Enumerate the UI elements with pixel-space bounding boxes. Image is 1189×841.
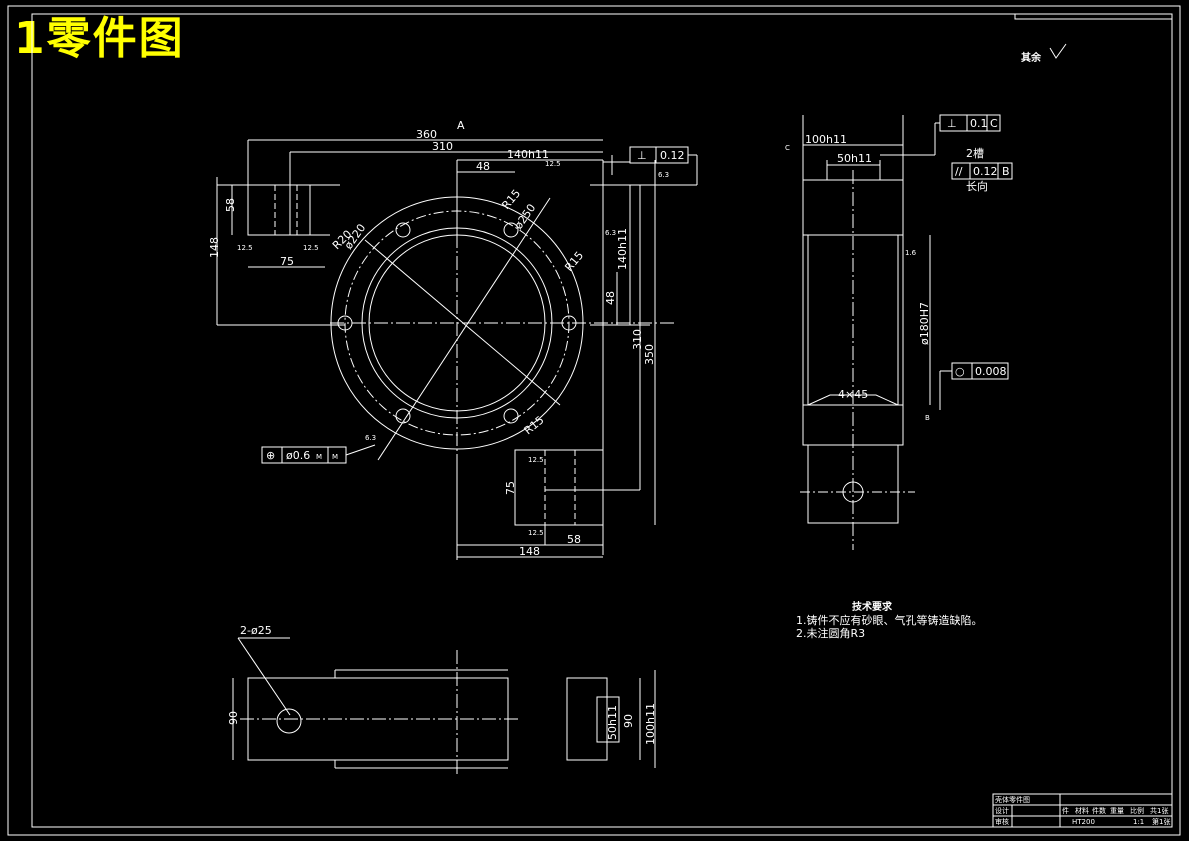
hole-callout: 2-ø25 bbox=[240, 624, 272, 637]
svg-text:件: 件 bbox=[1062, 806, 1069, 815]
bolt-hole-bottom-left bbox=[395, 408, 411, 424]
bolt-hole-top-right bbox=[503, 222, 519, 238]
chamfer-label: 4×45 bbox=[838, 388, 868, 401]
bottom-hole bbox=[276, 708, 302, 734]
dim-310-vertical: 310 bbox=[631, 329, 644, 350]
bottom-view: 2-ø25 90 50h11 90 100h11 bbox=[227, 624, 657, 775]
dim-148-bottom: 148 bbox=[519, 545, 540, 558]
svg-text:0.12: 0.12 bbox=[973, 165, 998, 178]
svg-text:0.1: 0.1 bbox=[970, 117, 988, 130]
radius-r15-bottom: R15 bbox=[522, 413, 547, 437]
svg-text:⊥: ⊥ bbox=[947, 117, 957, 130]
dim-310: 310 bbox=[432, 140, 453, 153]
svg-text:B: B bbox=[1002, 165, 1010, 178]
dim-75-left: 75 bbox=[280, 255, 294, 268]
dim-350-vertical: 350 bbox=[643, 344, 656, 365]
svg-text:C: C bbox=[990, 117, 998, 130]
tb-name: 壳体零件图 bbox=[995, 795, 1030, 804]
top-right-tab bbox=[1014, 13, 1173, 20]
bolt-hole-top-left bbox=[395, 222, 411, 238]
main-view: A 360 310 140h11 48 58 148 75 12.5 12.5 … bbox=[208, 119, 698, 560]
radius-r15-right: R15 bbox=[562, 249, 586, 274]
finish-left-1: 12.5 bbox=[237, 244, 253, 252]
dim-58-bottom: 58 bbox=[567, 533, 581, 546]
section-view: 100h11 50h11 C ⊥ 0.1 C 2槽 // 0.12 B 长向 bbox=[785, 114, 1013, 550]
frame-perp-symbol: ⊥ bbox=[637, 149, 647, 162]
svg-text:重量: 重量 bbox=[1110, 807, 1124, 815]
bolt-hole-bottom-right bbox=[503, 408, 519, 424]
finish-top-1: 12.5 bbox=[545, 160, 561, 168]
frame-position-mod: M bbox=[316, 453, 322, 461]
dim-148-left: 148 bbox=[208, 237, 221, 258]
tech-item-2: 2.未注圆角R3 bbox=[796, 626, 865, 640]
frame-position-symbol: ⊕ bbox=[266, 449, 275, 462]
svg-text:第1张: 第1张 bbox=[1152, 817, 1170, 826]
datum-c-label: C bbox=[785, 144, 790, 152]
bottom-boss-right bbox=[566, 677, 608, 761]
finish-top-2: 6.3 bbox=[658, 171, 669, 179]
finish-1-6: 1.6 bbox=[905, 249, 917, 257]
perpendicularity-frame: ⊥ 0.12 bbox=[629, 146, 698, 186]
frame-position-ref: M bbox=[332, 453, 338, 461]
title-block: 壳体零件图 设计 审核 件 材料 件数 重量 比例 共1张 HT200 1:1 … bbox=[992, 793, 1173, 828]
finish-left-2: 12.5 bbox=[303, 244, 319, 252]
svg-text:件数: 件数 bbox=[1092, 806, 1106, 815]
dim-90-right: 90 bbox=[622, 714, 635, 728]
svg-text:HT200: HT200 bbox=[1072, 818, 1095, 826]
technical-requirements: 技术要求 1.铸件不应有砂眼、气孔等铸造缺陷。 2.未注圆角R3 bbox=[796, 600, 983, 640]
frame-perp-value: 0.12 bbox=[660, 149, 685, 162]
svg-text:设计: 设计 bbox=[995, 806, 1009, 815]
dim-phi180H7: ø180H7 bbox=[918, 302, 931, 345]
dim-58-left: 58 bbox=[224, 198, 237, 212]
slot-label: 2槽 bbox=[966, 147, 984, 160]
frame-top: ⊥ 0.1 C bbox=[880, 114, 1001, 156]
frame-round: ○ 0.008 bbox=[939, 362, 1009, 410]
other-finish-text: 其余 bbox=[1021, 51, 1042, 64]
svg-text://: // bbox=[955, 165, 963, 178]
dim-90-left: 90 bbox=[227, 711, 240, 725]
datum-b-label: B bbox=[925, 414, 930, 422]
radius-r15-top: R15 bbox=[499, 187, 523, 212]
section-lower-boss bbox=[807, 444, 899, 524]
view-marker-a: A bbox=[457, 119, 465, 132]
finish-circle: 6.3 bbox=[365, 434, 376, 442]
dim-140h11-vertical: 140h11 bbox=[616, 228, 629, 270]
bottom-boss bbox=[514, 449, 604, 526]
svg-text:共1张: 共1张 bbox=[1150, 806, 1168, 815]
drawing-title: 1零件图 bbox=[14, 13, 185, 64]
dim-48: 48 bbox=[476, 160, 490, 173]
finish-right-1: 6.3 bbox=[605, 229, 616, 237]
dim-140h11: 140h11 bbox=[507, 148, 549, 161]
svg-text:材料: 材料 bbox=[1075, 806, 1089, 815]
roughness-symbol-icon bbox=[1049, 43, 1067, 59]
dim-100h11-bottom: 100h11 bbox=[644, 703, 657, 745]
bottom-slot bbox=[596, 696, 620, 743]
dim-50h11-bottom: 50h11 bbox=[606, 705, 619, 740]
dim-360: 360 bbox=[416, 128, 437, 141]
tech-item-1: 1.铸件不应有砂眼、气孔等铸造缺陷。 bbox=[796, 613, 983, 627]
dim-100h11-section: 100h11 bbox=[805, 133, 847, 146]
svg-text:比例: 比例 bbox=[1130, 806, 1144, 815]
outer-border bbox=[7, 5, 1181, 836]
frame-position-value: ø0.6 bbox=[286, 449, 310, 462]
position-frame: ⊕ ø0.6 M M bbox=[261, 444, 376, 464]
finish-bottom-1: 12.5 bbox=[528, 456, 544, 464]
svg-text:0.008: 0.008 bbox=[975, 365, 1007, 378]
left-boss bbox=[247, 184, 311, 236]
long-direction-label: 长向 bbox=[966, 179, 988, 193]
diameter-250: ø250 bbox=[512, 202, 539, 232]
tech-heading: 技术要求 bbox=[852, 600, 893, 613]
svg-text:1:1: 1:1 bbox=[1133, 818, 1144, 826]
dim-50h11-section: 50h11 bbox=[837, 152, 872, 165]
dim-48-vertical: 48 bbox=[604, 291, 617, 305]
inner-border bbox=[31, 13, 1173, 828]
svg-text:审核: 审核 bbox=[995, 817, 1009, 826]
frame-parallel: // 0.12 B bbox=[951, 162, 1013, 180]
dim-75-bottom: 75 bbox=[504, 481, 517, 495]
svg-text:○: ○ bbox=[955, 365, 965, 378]
finish-bottom-2: 12.5 bbox=[528, 529, 544, 537]
